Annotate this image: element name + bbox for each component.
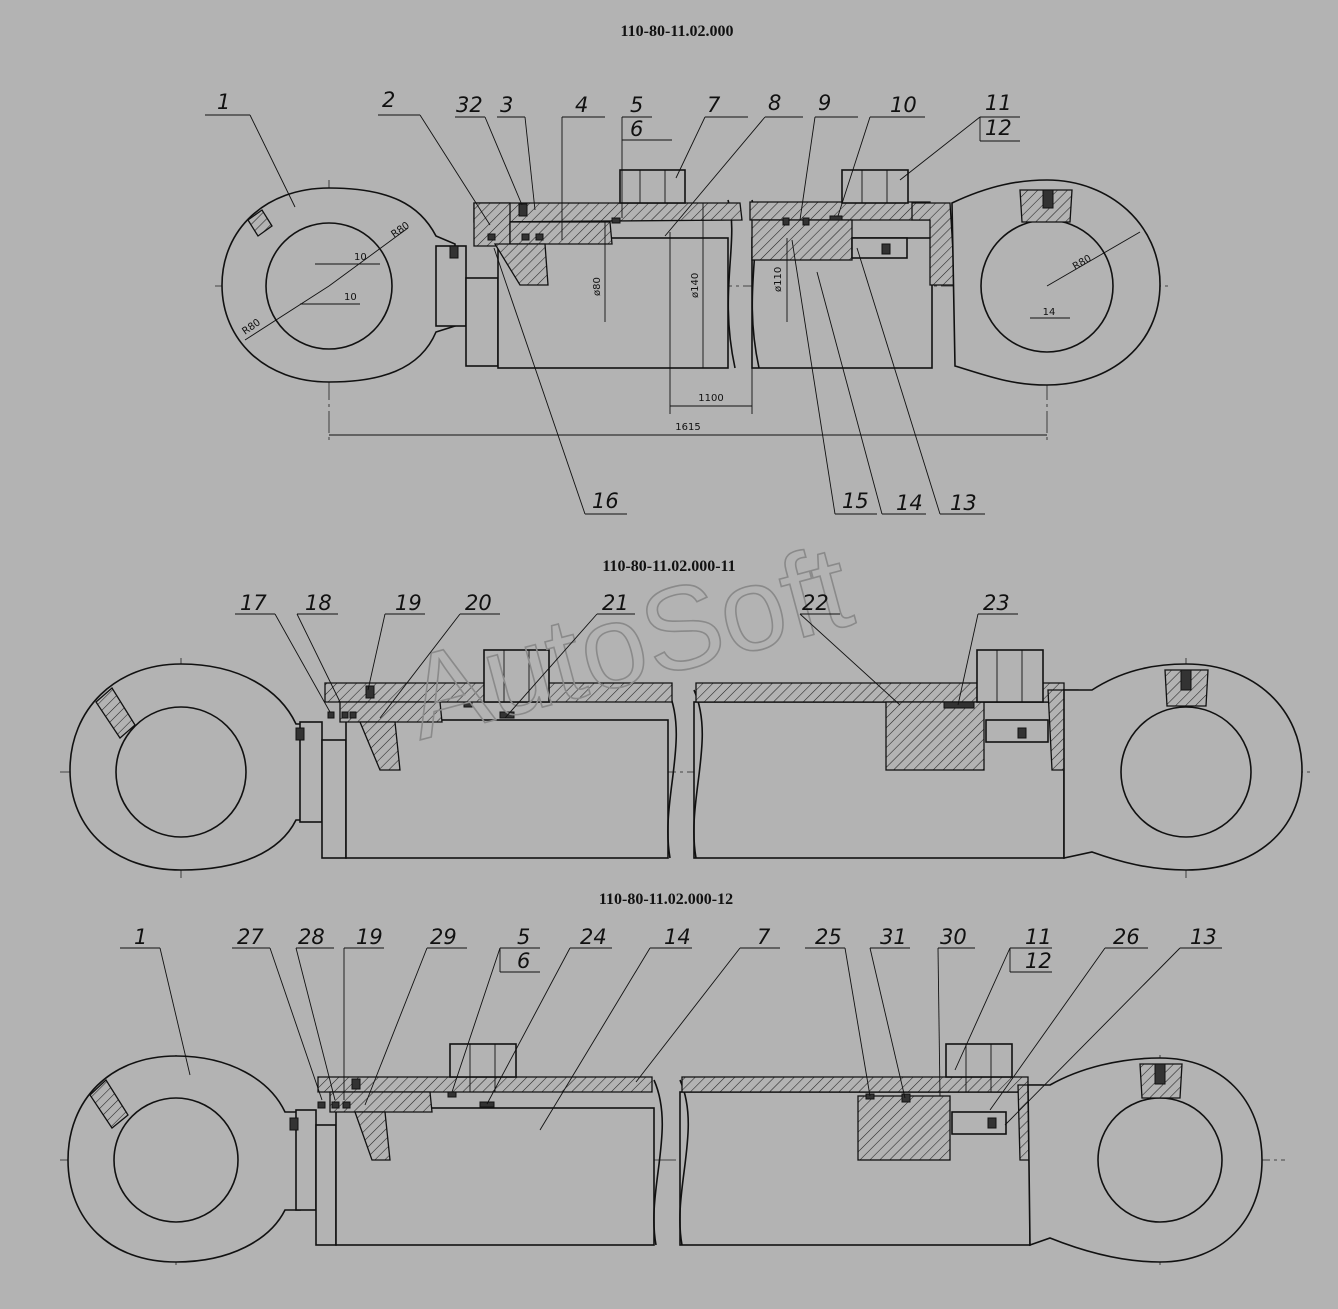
- piston-rod-v2: [345, 719, 669, 859]
- callout-v3-5: 5: [517, 925, 530, 949]
- callout-v2-19: 19: [395, 591, 422, 615]
- piston-rod-v3: [335, 1107, 655, 1246]
- callout-v1-4: 4: [575, 93, 588, 117]
- callout-v1-11: 11: [985, 91, 1012, 115]
- callout-v3-14: 14: [664, 925, 691, 949]
- callout-v1-16: 16: [592, 489, 619, 513]
- cylinder-eye-right: [951, 179, 1161, 386]
- dim-14: 14: [1043, 307, 1056, 318]
- dim-10-a: 10: [354, 252, 367, 263]
- port-1: [619, 169, 686, 204]
- view-2: AutoSoft 17 18 19 20 21 22 23: [60, 520, 1310, 878]
- callout-v3-27: 27: [237, 925, 264, 949]
- view-3: 1 27 28 19 29 5 6 24 14 7 25 31 30 11 12…: [60, 925, 1285, 1265]
- dim-d110: ø110: [773, 267, 784, 292]
- callout-v3-28: 28: [298, 925, 325, 949]
- callout-v1-3: 3: [500, 93, 513, 117]
- callout-v3-30: 30: [940, 925, 967, 949]
- port-2-v3: [945, 1043, 1013, 1078]
- callout-v3-24: 24: [580, 925, 607, 949]
- callout-v1-9: 9: [818, 91, 831, 115]
- port-1-v3: [449, 1043, 517, 1078]
- cylinder-eye-right-v3: [1027, 1057, 1263, 1263]
- callout-v1-5: 5: [630, 93, 643, 117]
- port-2-v2: [976, 649, 1044, 703]
- dim-d140: ø140: [690, 273, 701, 298]
- callout-v2-21: 21: [602, 591, 629, 615]
- callout-v3-31: 31: [880, 925, 907, 949]
- callout-v3-13: 13: [1190, 925, 1217, 949]
- rod-eye-left-v3: [67, 1055, 301, 1263]
- callout-v1-12: 12: [985, 116, 1012, 140]
- callout-v1-8: 8: [768, 91, 781, 115]
- dim-1615: 1615: [675, 422, 700, 433]
- callout-v2-22: 22: [802, 591, 829, 615]
- callout-v2-18: 18: [305, 591, 332, 615]
- view-1-title: 110-80-11.02.000: [621, 23, 734, 40]
- view-2-title: 110-80-11.02.000-11: [602, 558, 735, 575]
- rod-eye-left-v2: [69, 663, 311, 871]
- view-1: 1100 1615 R80 R80 R80 10 10 ø80 ø140 ø11…: [205, 88, 1170, 515]
- callout-v3-12: 12: [1025, 949, 1052, 973]
- callout-v1-1: 1: [217, 90, 230, 114]
- callout-v2-23: 23: [983, 591, 1010, 615]
- callout-v1-14: 14: [896, 491, 923, 515]
- callout-v3-29: 29: [430, 925, 457, 949]
- dim-1100: 1100: [698, 393, 723, 404]
- callout-v3-6: 6: [517, 949, 530, 973]
- cylinder-tube-section: [473, 202, 743, 223]
- callout-v1-7: 7: [707, 93, 721, 117]
- callout-v1-6: 6: [630, 117, 643, 141]
- callout-v3-25: 25: [815, 925, 842, 949]
- view-3-title: 110-80-11.02.000-12: [599, 891, 733, 908]
- port-1-v2: [483, 649, 550, 703]
- port-2: [841, 169, 909, 204]
- callout-v3-26: 26: [1113, 925, 1140, 949]
- callout-v2-17: 17: [240, 591, 267, 615]
- callout-v3-19: 19: [356, 925, 383, 949]
- callout-v1-15: 15: [842, 489, 869, 513]
- callout-v1-2: 2: [382, 88, 395, 112]
- dim-10-b: 10: [344, 292, 357, 303]
- callout-v3-1: 1: [134, 925, 147, 949]
- callout-v3-11: 11: [1025, 925, 1052, 949]
- callout-v3-7: 7: [757, 925, 771, 949]
- callout-v1-10: 10: [890, 93, 917, 117]
- callout-v1-32: 32: [456, 93, 483, 117]
- dim-d80: ø80: [592, 277, 603, 296]
- callout-v2-20: 20: [465, 591, 492, 615]
- callout-v1-13: 13: [950, 491, 977, 515]
- piston: [751, 219, 853, 261]
- cylinder-eye-right-v2: [1063, 663, 1303, 871]
